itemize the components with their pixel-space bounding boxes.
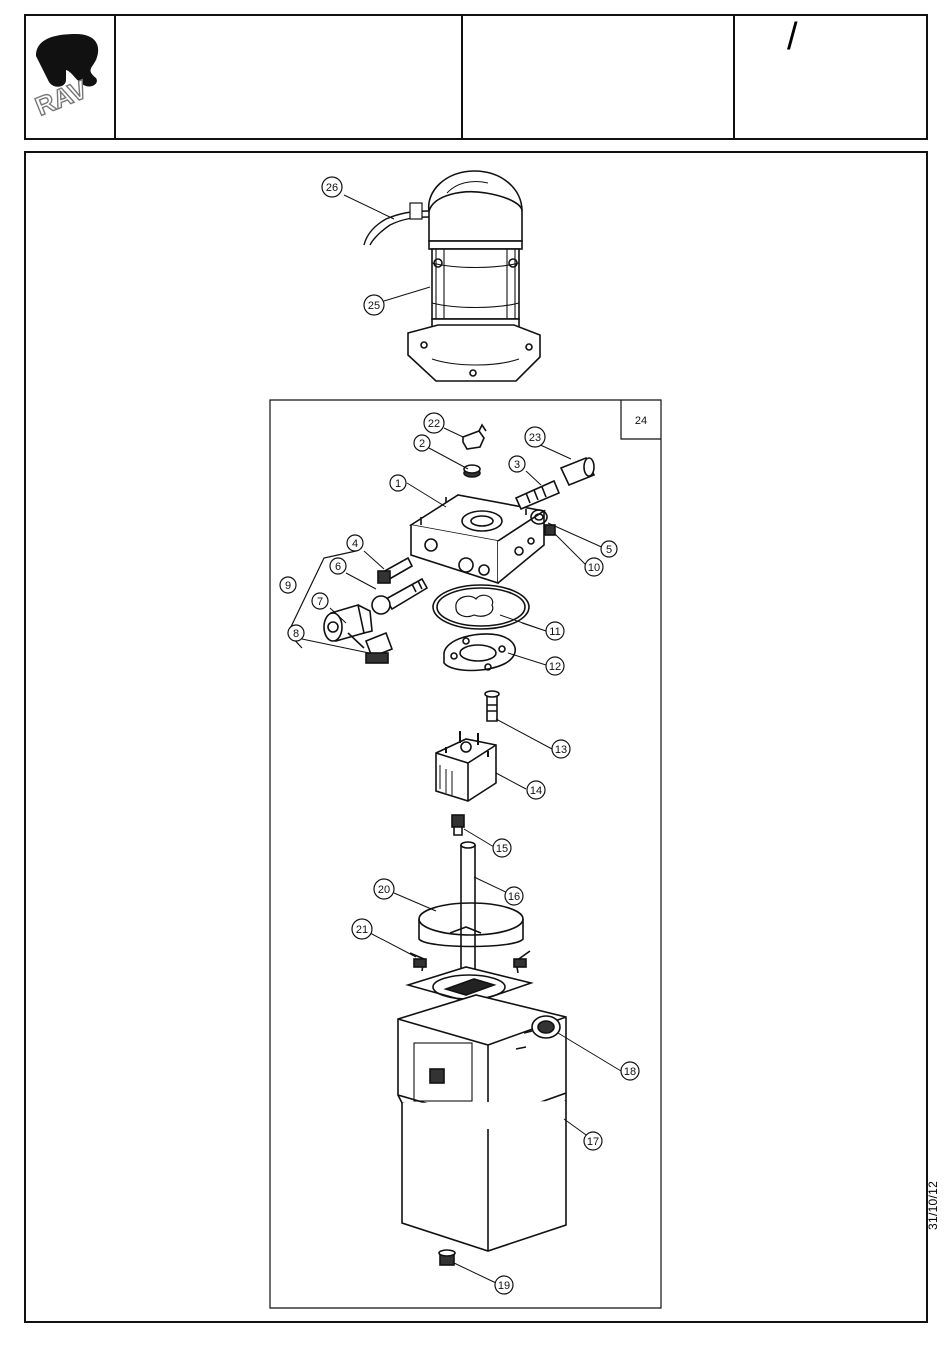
svg-text:17: 17	[587, 1136, 599, 1148]
svg-text:23: 23	[529, 432, 541, 444]
svg-text:4: 4	[352, 538, 358, 550]
callout-18: 18	[621, 1062, 639, 1080]
svg-text:15: 15	[496, 843, 508, 855]
callout-24: 24	[635, 415, 647, 427]
ring-20	[419, 903, 523, 947]
callout-7: 7	[312, 593, 328, 609]
svg-text:18: 18	[624, 1066, 636, 1078]
rav-logo: RAV	[26, 16, 114, 138]
callout-23: 23	[525, 427, 545, 447]
page-mark: /	[787, 16, 798, 59]
callout-25: 25	[364, 295, 384, 315]
svg-text:25: 25	[368, 300, 380, 312]
callout-20: 20	[374, 879, 394, 899]
svg-text:22: 22	[428, 418, 440, 430]
svg-text:3: 3	[514, 459, 520, 471]
svg-text:20: 20	[378, 884, 390, 896]
callout-26: 26	[322, 177, 342, 197]
callout-9: 9	[280, 577, 296, 593]
pump-14	[436, 731, 496, 801]
logo-cell: RAV	[26, 16, 114, 138]
svg-text:12: 12	[549, 661, 561, 673]
callout-6: 6	[330, 558, 346, 574]
callout-21: 21	[352, 919, 372, 939]
callout-19: 19	[495, 1276, 513, 1294]
callout-10: 10	[585, 558, 603, 576]
seal-kit	[433, 585, 529, 629]
drain-plug-19	[439, 1250, 455, 1265]
svg-text:14: 14	[530, 785, 542, 797]
svg-text:26: 26	[326, 182, 338, 194]
valve-6	[372, 579, 427, 614]
callout-13: 13	[552, 740, 570, 758]
screw-13	[485, 691, 499, 721]
callout-3: 3	[509, 456, 525, 472]
code-cell	[461, 16, 733, 138]
revision-date: 31/10/12	[926, 1181, 940, 1230]
svg-text:6: 6	[335, 561, 341, 573]
callout-5: 5	[601, 541, 617, 557]
plug-2	[464, 465, 480, 477]
valve-4	[378, 558, 412, 583]
svg-text:19: 19	[498, 1280, 510, 1292]
callout-14: 14	[527, 781, 545, 799]
svg-text:21: 21	[356, 924, 368, 936]
motor-assembly	[364, 171, 540, 381]
exploded-view-drawing: 26 25 24 22 2 23 3 1 4 6 9 7 8 5 10 11 1…	[26, 153, 926, 1321]
callout-11: 11	[546, 622, 564, 640]
svg-text:5: 5	[606, 544, 612, 556]
svg-text:9: 9	[285, 580, 291, 592]
title-block: RAV /	[24, 14, 928, 140]
svg-text:8: 8	[293, 628, 299, 640]
callout-22: 22	[424, 413, 444, 433]
plug-10	[545, 525, 555, 535]
callout-16: 16	[505, 887, 523, 905]
logo-text: RAV	[31, 74, 92, 122]
callout-1: 1	[390, 475, 406, 491]
svg-text:7: 7	[317, 596, 323, 608]
svg-text:13: 13	[555, 744, 567, 756]
svg-text:24: 24	[635, 415, 647, 427]
svg-text:2: 2	[419, 438, 425, 450]
callout-4: 4	[347, 535, 363, 551]
callout-12: 12	[546, 657, 564, 675]
svg-text:11: 11	[549, 626, 560, 638]
callout-17: 17	[584, 1132, 602, 1150]
gasket-12	[444, 634, 515, 671]
svg-text:10: 10	[588, 562, 600, 574]
callout-8: 8	[288, 625, 304, 641]
drawing-frame: 26 25 24 22 2 23 3 1 4 6 9 7 8 5 10 11 1…	[24, 151, 928, 1323]
filter-15	[452, 815, 464, 835]
svg-text:1: 1	[395, 478, 401, 490]
page-cell: /	[733, 16, 928, 138]
tank-17	[398, 995, 566, 1251]
callout-15: 15	[493, 839, 511, 857]
cap-23	[561, 458, 594, 485]
svg-text:16: 16	[508, 891, 520, 903]
callout-2: 2	[414, 435, 430, 451]
fitting-3	[516, 481, 559, 509]
filler-cap	[463, 425, 486, 449]
solenoid-coil	[324, 605, 372, 641]
title-cell	[114, 16, 461, 138]
connector-8	[348, 633, 392, 663]
